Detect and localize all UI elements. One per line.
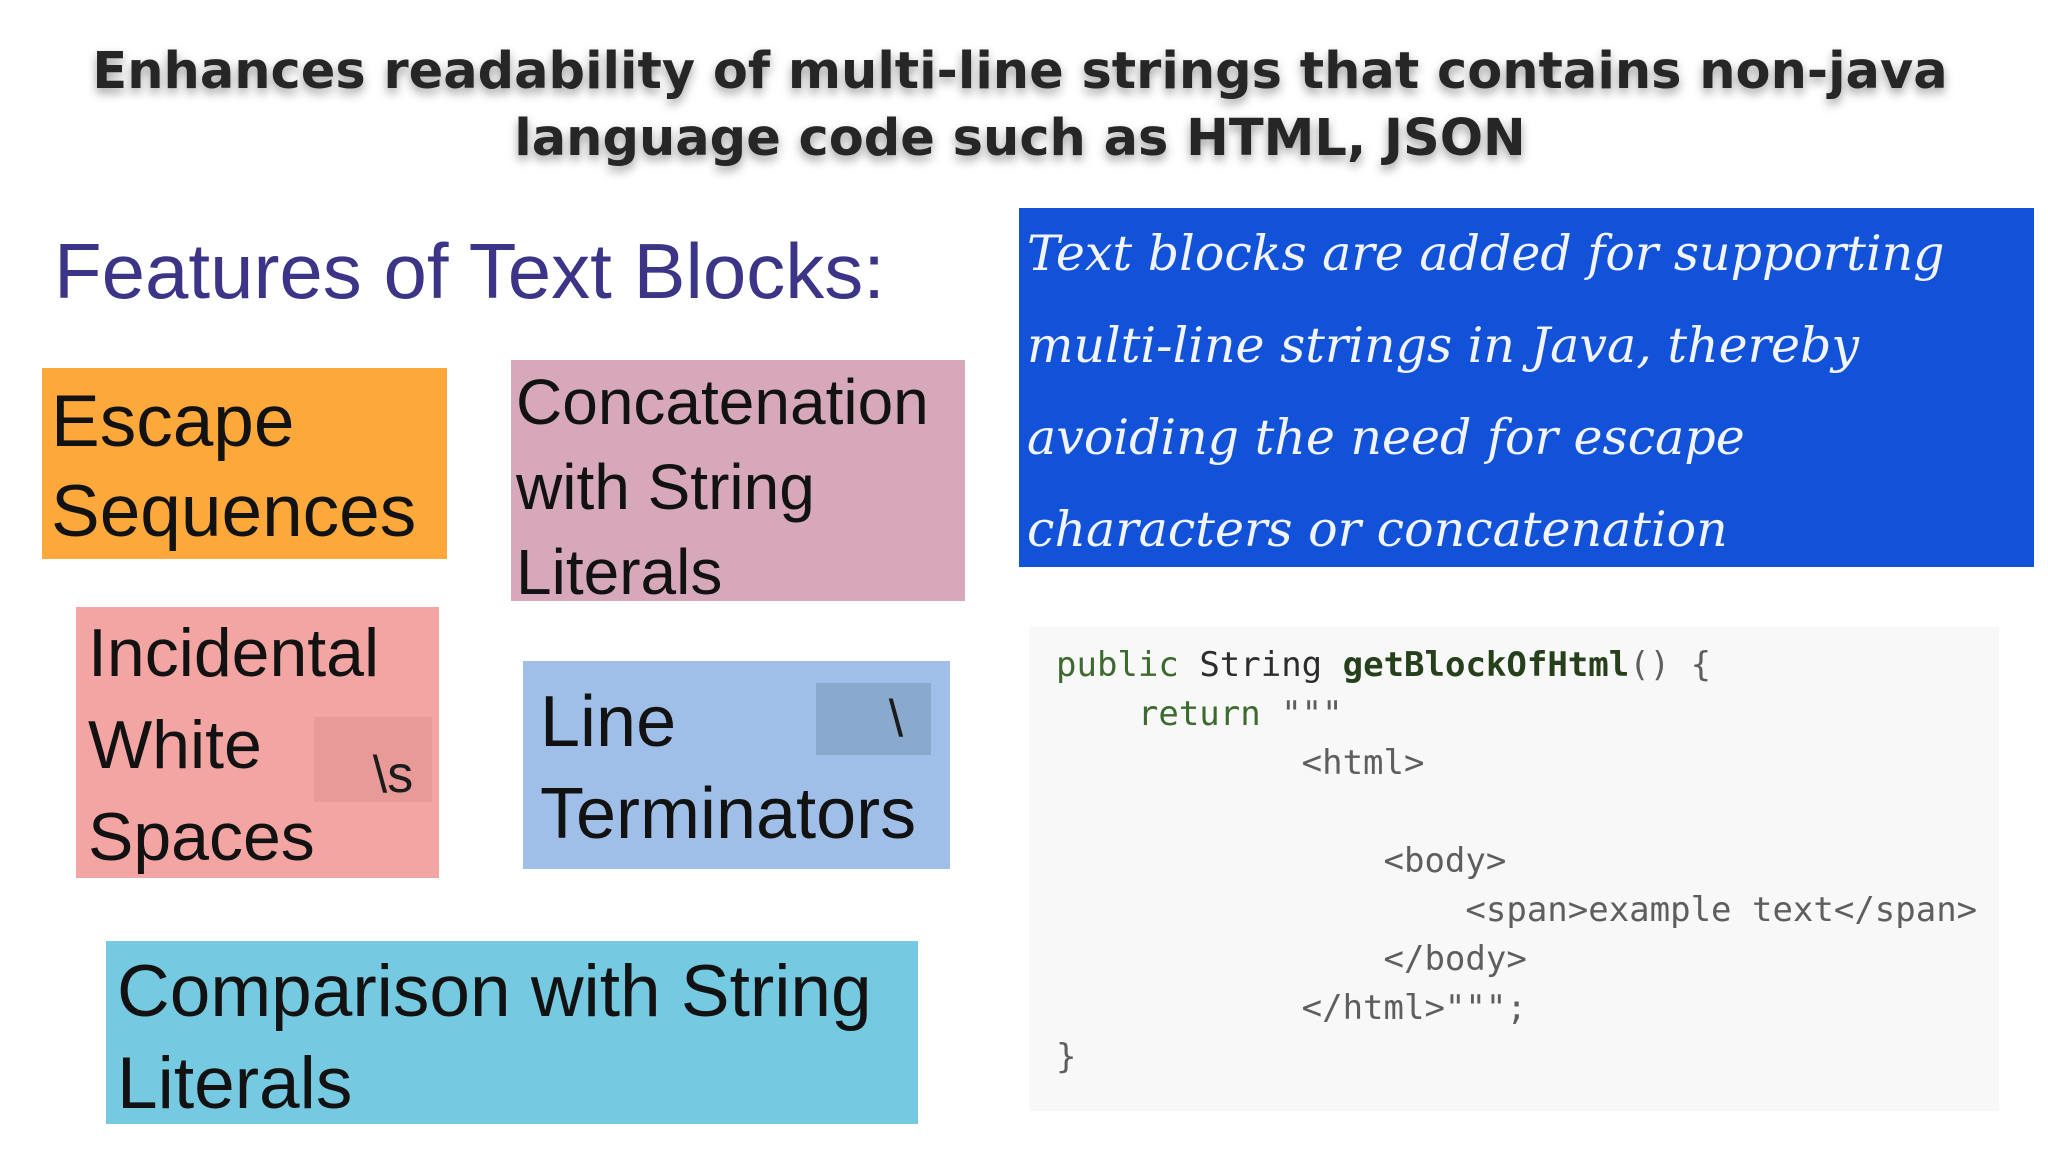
feature-line: Concatenation [516, 366, 929, 438]
feature-line-terminators: Line Terminators [523, 661, 950, 869]
feature-line: White [88, 707, 262, 783]
feature-line: Sequences [51, 471, 417, 552]
code-string: </html>"""; [1301, 988, 1527, 1028]
code-block: public String getBlockOfHtml() { return … [1056, 641, 1977, 1082]
header-text: Enhances readability of multi-line strin… [60, 38, 1980, 172]
code-keyword: public [1056, 645, 1179, 685]
code-punctuation: () { [1629, 645, 1712, 685]
code-line-html-open: <html> [1056, 739, 1977, 788]
code-line-body-open: <body> [1056, 837, 1977, 886]
code-type: String [1199, 645, 1323, 685]
code-line-closing-brace: } [1056, 1033, 1977, 1082]
feature-line: Incidental [88, 615, 380, 691]
code-line-html-close: </html>"""; [1056, 984, 1977, 1033]
code-punctuation: } [1056, 1037, 1077, 1077]
code-example-panel: public String getBlockOfHtml() { return … [1029, 627, 1999, 1111]
feature-line: Literals [516, 536, 723, 601]
code-line-span: <span>example text</span> [1056, 886, 1977, 935]
feature-line: Comparison with String [117, 951, 872, 1032]
code-string: <span>example text</span> [1465, 890, 1978, 930]
backslash-chip: \ [816, 683, 931, 755]
code-line-signature: public String getBlockOfHtml() { [1056, 641, 1977, 690]
feature-escape-sequences: Escape Sequences [42, 368, 447, 559]
whitespace-escape-chip: \s [314, 717, 432, 804]
definition-callout: Text blocks are added for supporting mul… [1019, 208, 2034, 567]
features-title: Features of Text Blocks: [54, 227, 885, 315]
feature-line: Line [540, 682, 677, 762]
header-line-2: language code such as HTML, JSON [514, 109, 1526, 168]
code-line-body-close: </body> [1056, 935, 1977, 984]
callout-line: multi-line strings in Java, thereby [1027, 317, 1860, 374]
feature-line: Escape [51, 381, 295, 462]
code-line-blank [1056, 788, 1977, 837]
callout-line: Text blocks are added for supporting [1027, 225, 1945, 282]
callout-line: characters or concatenation [1027, 501, 1728, 558]
code-string: <body> [1383, 841, 1507, 881]
feature-line: Literals [117, 1043, 353, 1124]
feature-concatenation: Concatenation with String Literals [511, 360, 965, 601]
header-line-1: Enhances readability of multi-line strin… [92, 42, 1948, 101]
code-line-return: return """ [1056, 690, 1977, 739]
code-string: </body> [1383, 939, 1527, 979]
feature-comparison: Comparison with String Literals [106, 941, 918, 1124]
code-string: """ [1281, 694, 1343, 734]
feature-line: Spaces [88, 799, 315, 875]
feature-line: with String [516, 451, 815, 523]
feature-line: Terminators [540, 774, 917, 854]
code-method-name: getBlockOfHtml [1342, 645, 1630, 685]
code-string: <html> [1301, 743, 1425, 783]
callout-line: avoiding the need for escape [1027, 409, 1745, 466]
code-keyword: return [1137, 694, 1261, 734]
